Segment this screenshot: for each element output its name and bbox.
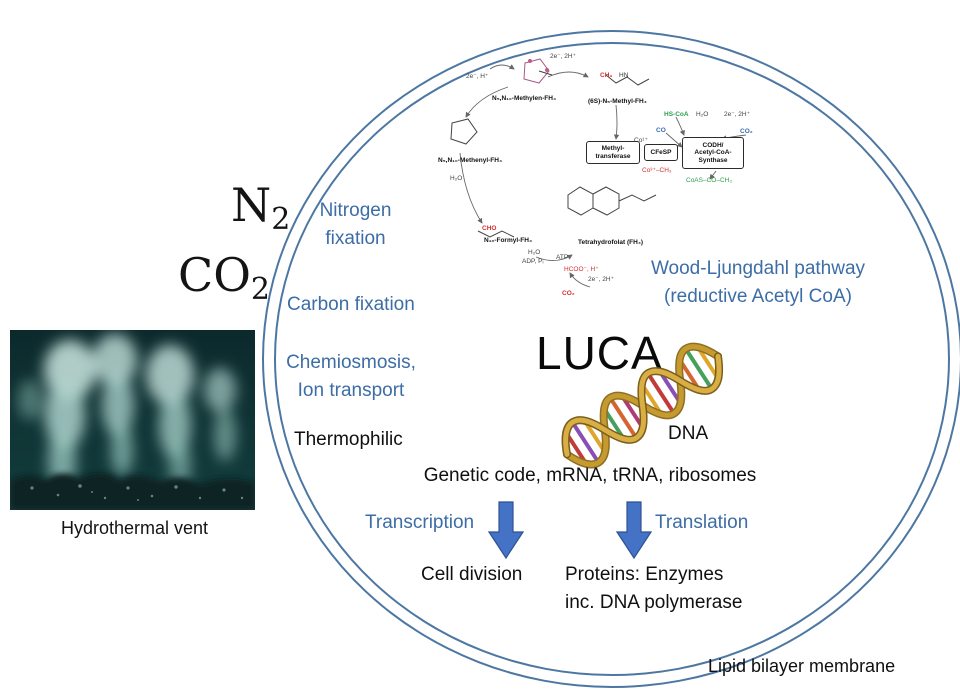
pathway-label: 2e⁻, H⁺: [466, 73, 489, 80]
pathway-label: CO: [656, 127, 666, 134]
pathway-label: ADP, Pᵢ: [522, 258, 544, 265]
transcription-label: Transcription: [365, 512, 475, 533]
pathway-label: CHO: [482, 225, 497, 232]
pathway-label: CoAS–CO–CH₃: [686, 177, 732, 184]
n2-base: N: [231, 178, 272, 232]
pathway-label: H₂O: [528, 249, 541, 256]
pathway-label: Co³⁺–CH₃: [642, 167, 672, 174]
nitrogen-fixation-label: Nitrogen fixation: [319, 200, 392, 249]
pathway-enzyme-box: CFeSP: [644, 144, 678, 161]
genetic-code-label: Genetic code, mRNA, tRNA, ribosomes: [423, 465, 757, 486]
wood-ljungdahl-pathway-diagram: 2e⁻, H⁺ 2e⁻, 2H⁺ CH₃ HN N₅,N₁₀-Methylen-FH₄ (…: [430, 45, 870, 315]
pathway-label: CO₂: [740, 128, 753, 135]
pathway-label: CO₂: [562, 290, 575, 297]
pathway-label: N₅,N₁₀-Methenyl-FH₄: [438, 157, 503, 164]
pathway-label: 2e⁻, 2H⁺: [588, 276, 615, 283]
co2-base: CO: [178, 248, 251, 302]
wood-ljungdahl-label: Wood-Ljungdahl pathway (reductive Acetyl…: [650, 258, 866, 307]
pathway-enzyme-box: CODH/ Acetyl-CoA- Synthase: [682, 137, 744, 169]
pathway-label: CH₃: [600, 72, 613, 79]
transcription-arrow: [488, 500, 524, 560]
hydrothermal-vent-illustration: [10, 330, 255, 510]
pathway-label: Tetrahydrofolat (FH₄): [578, 239, 644, 246]
pathway-labels: 2e⁻, H⁺ 2e⁻, 2H⁺ CH₃ HN N₅,N₁₀-Methylen-FH₄ (…: [430, 45, 870, 315]
pathway-label: HCOO⁻, H⁺: [564, 266, 599, 273]
translation-label: Translation: [655, 512, 749, 533]
pathway-label: H₂O: [696, 111, 709, 118]
cell-division-label: Cell division: [421, 564, 523, 585]
pathway-label: (6S)-N₅-Methyl-FH₄: [588, 98, 647, 105]
thermophilic-label: Thermophilic: [294, 429, 403, 450]
co2-label: CO2: [178, 248, 270, 305]
luca-title: LUCA: [536, 327, 663, 379]
chemiosmosis-label: Chemiosmosis, Ion transport: [286, 352, 416, 401]
hydrothermal-vent-photo: [10, 330, 255, 510]
co2-subscript: 2: [250, 272, 271, 307]
pathway-label: 2e⁻, 2H⁺: [550, 53, 577, 60]
pathway-structure-svg: [450, 58, 747, 288]
pathway-label: N₁₀-Formyl-FH₄: [484, 237, 533, 244]
n2-label: N2: [231, 178, 290, 235]
pathway-label: HN: [619, 72, 629, 79]
cell-membrane-outer-circle: [262, 30, 960, 688]
cell-membrane-inner-circle: [274, 42, 950, 676]
proteins-label: Proteins: Enzymes inc. DNA polymerase: [565, 564, 743, 613]
pathway-label: HS-CoA: [664, 111, 689, 118]
pathway-enzyme-box: Methyl- transferase: [586, 141, 640, 164]
dna-label: DNA: [668, 423, 709, 444]
hydrothermal-vent-caption: Hydrothermal vent: [60, 518, 209, 538]
pathway-label: 2e⁻, 2H⁺: [724, 111, 751, 118]
translation-arrow: [616, 500, 652, 560]
pathway-label: ATP: [556, 254, 569, 261]
dna-helix: [548, 342, 733, 472]
pathway-label: Co¹⁺: [634, 137, 648, 144]
lipid-bilayer-label: Lipid bilayer membrane: [708, 656, 896, 676]
pathway-label: N₅,N₁₀-Methylen-FH₄: [492, 95, 557, 102]
carbon-fixation-label: Carbon fixation: [287, 294, 415, 315]
n2-subscript: 2: [271, 202, 291, 237]
dna-helix-svg: [561, 342, 724, 469]
pathway-label: H₂O: [450, 175, 463, 182]
